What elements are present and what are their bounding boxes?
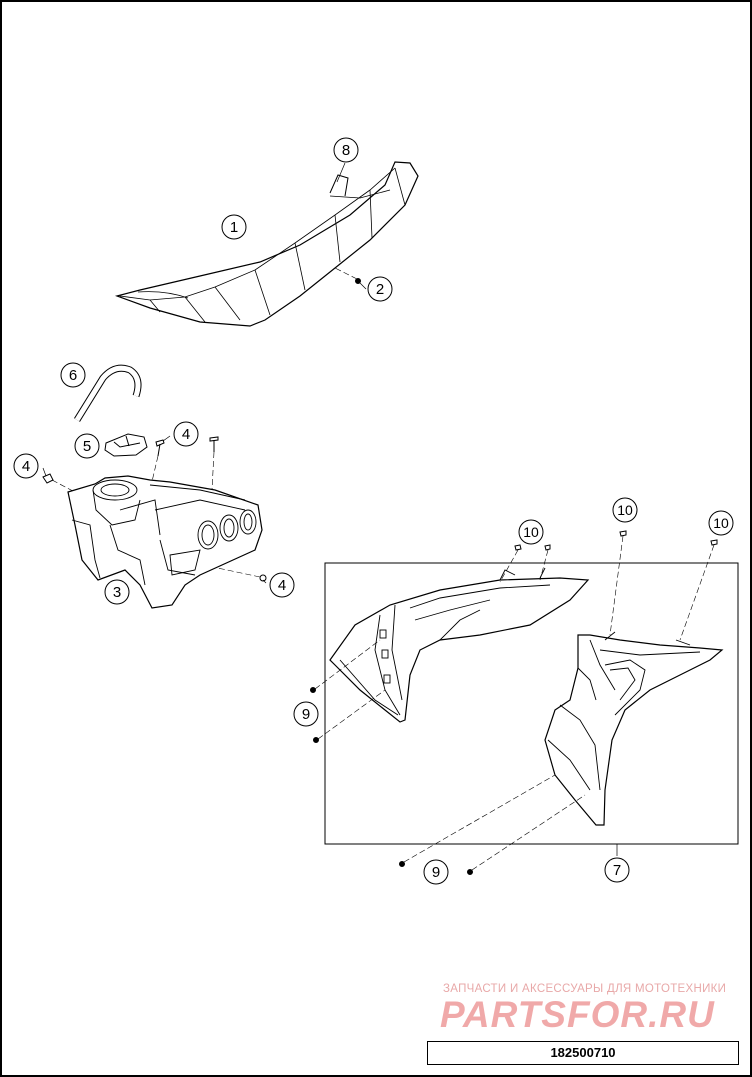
tank-cap-drawing	[104, 433, 148, 457]
callout-circle-6	[60, 362, 86, 388]
callout-circle-10a	[518, 519, 544, 545]
callout-label-5: 5	[83, 438, 91, 455]
callout-circle-3	[104, 579, 130, 605]
callout-circle-5	[74, 433, 100, 459]
callout-label-9a: 9	[302, 706, 310, 723]
right-side-panel-drawing	[544, 631, 724, 826]
side-panel-kit-frame	[324, 562, 739, 845]
callout-label-10b: 10	[617, 502, 633, 518]
callout-label-10a: 10	[523, 524, 539, 540]
watermark-brand: PARTSFOR.RU	[440, 994, 715, 1035]
seat-drawing	[114, 161, 419, 327]
callout-circles	[13, 137, 734, 885]
fuel-tank-drawing	[67, 475, 263, 609]
callout-label-4a: 4	[182, 426, 190, 443]
watermark-tagline: ЗАПЧАСТИ И АКСЕССУАРЫ ДЛЯ МОТОТЕХНИКИ	[443, 983, 727, 995]
callout-circle-4c	[269, 572, 295, 598]
panel-fasteners	[310, 530, 718, 875]
callout-label-2: 2	[376, 281, 384, 298]
callout-label-7: 7	[613, 862, 621, 879]
callout-label-1: 1	[230, 219, 238, 236]
callout-label-10c: 10	[713, 515, 729, 531]
callout-circle-2	[367, 276, 393, 302]
callout-leaders	[42, 162, 618, 856]
callout-label-8: 8	[342, 142, 350, 159]
callout-circle-10c	[708, 510, 734, 536]
callout-circle-10b	[612, 497, 638, 523]
diagram-id-label: 182500710	[427, 1041, 739, 1065]
callout-label-9b: 9	[432, 864, 440, 881]
callout-label-4c: 4	[278, 577, 286, 594]
callout-label-3: 3	[113, 584, 121, 601]
callout-label-6: 6	[69, 367, 77, 384]
callout-circle-9a	[293, 701, 319, 727]
callout-circle-8	[333, 137, 359, 163]
callout-circle-7	[604, 857, 630, 883]
callout-circle-9b	[423, 859, 449, 885]
callout-circle-4a	[173, 421, 199, 447]
callout-numbers: 1 2 3 4 4 4 5 6 7 8 9 9 10 10 10	[22, 142, 729, 881]
left-side-panel-drawing	[329, 567, 590, 723]
callout-label-4b: 4	[22, 458, 30, 475]
breather-hose-drawing	[74, 364, 142, 422]
callout-circle-1	[221, 214, 247, 240]
callout-circle-4b	[13, 453, 39, 479]
